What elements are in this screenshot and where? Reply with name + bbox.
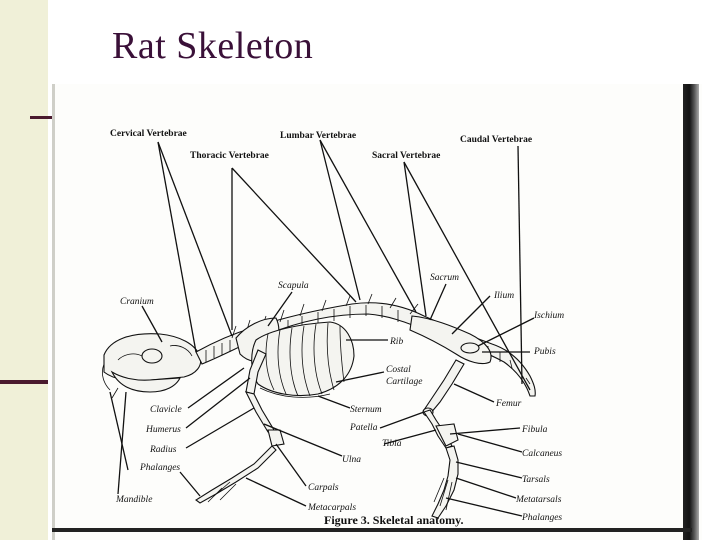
scan-edge-right — [683, 84, 699, 540]
label-femur: Femur — [495, 399, 522, 409]
label-carpals: Carpals — [308, 483, 339, 493]
label-radius: Radius — [149, 445, 177, 455]
calcaneus-bone — [435, 423, 459, 447]
label-phalanges-hind: Phalanges — [521, 513, 562, 523]
label-tibia: Tibia — [382, 439, 402, 449]
leader-lines — [109, 139, 535, 517]
label-patella: Patella — [349, 423, 378, 433]
sternum-bone — [259, 387, 331, 398]
label-thoracic-vertebrae: Thoracic Vertebrae — [190, 151, 269, 161]
hindfoot — [431, 445, 459, 519]
label-ischium: Ischium — [533, 311, 564, 321]
label-sacral-vertebrae: Sacral Vertebrae — [372, 151, 440, 161]
label-ulna: Ulna — [342, 455, 361, 465]
forefoot — [195, 445, 277, 504]
rat-skeleton-illustration — [102, 293, 536, 519]
label-fibula: Fibula — [521, 425, 548, 435]
figure-caption: Figure 3. Skeletal anatomy. — [324, 513, 463, 527]
label-sternum: Sternum — [350, 405, 382, 415]
obturator — [460, 342, 480, 354]
femur-bone — [423, 359, 465, 415]
label-cervical-vertebrae: Cervical Vertebrae — [110, 129, 187, 139]
label-pubis: Pubis — [533, 347, 556, 357]
label-ilium: Ilium — [493, 291, 514, 301]
label-tarsals: Tarsals — [522, 475, 550, 485]
slide-left-band — [0, 0, 48, 540]
label-clavicle: Clavicle — [150, 405, 182, 415]
label-costal: Costal — [386, 365, 411, 375]
label-lumbar-vertebrae: Lumbar Vertebrae — [280, 131, 356, 141]
title-divider — [30, 116, 60, 119]
scan-edge-left — [52, 84, 55, 540]
mandible-bone — [110, 370, 181, 393]
diagram-labels: Cervical Vertebrae Thoracic Vertebrae Lu… — [110, 129, 564, 527]
pelvis — [409, 315, 492, 365]
label-sacrum: Sacrum — [430, 273, 459, 283]
slide-title: Rat Skeleton — [112, 25, 314, 67]
label-phalanges-fore: Phalanges — [139, 463, 180, 473]
label-metacarpals: Metacarpals — [307, 503, 356, 513]
label-metatarsals: Metatarsals — [515, 495, 562, 505]
label-mandible: Mandible — [115, 495, 152, 505]
scan-edge-bottom — [52, 528, 692, 532]
label-rib: Rib — [389, 337, 403, 347]
eye-orbit — [141, 348, 163, 364]
label-cartilage: Cartilage — [386, 377, 422, 387]
label-cranium: Cranium — [120, 297, 154, 307]
ribs — [265, 322, 345, 397]
carpal-bones — [267, 429, 285, 447]
left-band-divider — [0, 380, 48, 384]
label-scapula: Scapula — [278, 281, 309, 291]
label-caudal-vertebrae: Caudal Vertebrae — [460, 135, 532, 145]
label-calcaneus: Calcaneus — [522, 449, 562, 459]
label-humerus: Humerus — [145, 425, 181, 435]
